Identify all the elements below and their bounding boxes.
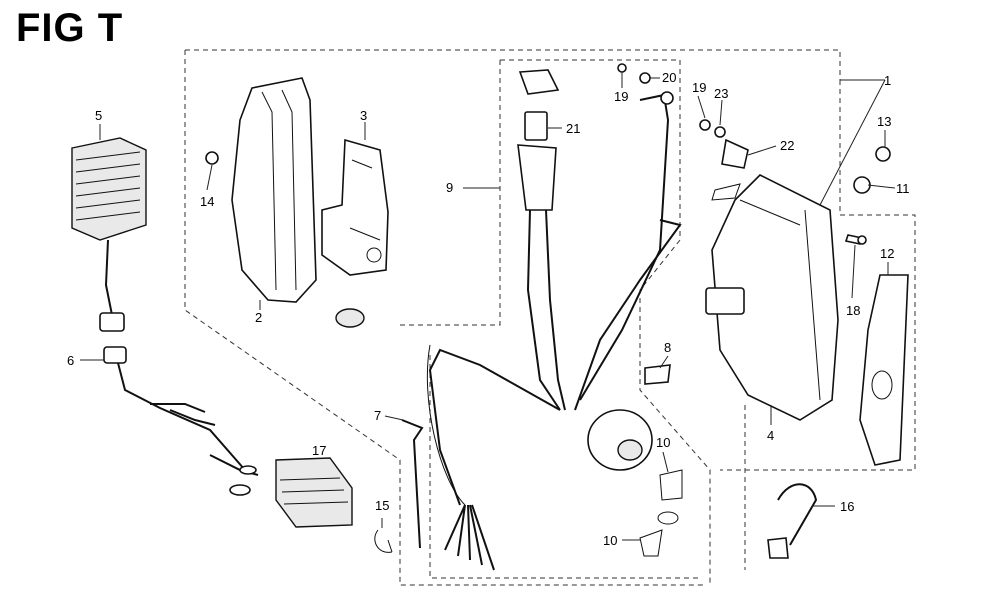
- callout-3: 3: [360, 108, 367, 123]
- part-fuse-box: [275, 457, 353, 528]
- callout-22: 22: [780, 138, 794, 153]
- part-plate: [859, 274, 909, 466]
- callout-6: 6: [67, 353, 74, 368]
- callout-19b: 19: [692, 80, 706, 95]
- part-regulator: [71, 137, 259, 496]
- callout-10a: 10: [656, 435, 670, 450]
- callout-12: 12: [880, 246, 894, 261]
- callout-20: 20: [662, 70, 676, 85]
- callout-15: 15: [375, 498, 389, 513]
- callout-21: 21: [566, 121, 580, 136]
- part-harness: [426, 63, 749, 571]
- callout-11: 11: [896, 181, 910, 196]
- part-bracket: [321, 138, 389, 328]
- leader-lines: [80, 72, 896, 541]
- figure-title: FIG T: [16, 6, 124, 50]
- callout-5: 5: [95, 108, 102, 123]
- callout-10b: 10: [603, 533, 617, 548]
- callout-9: 9: [446, 180, 453, 195]
- callout-19a: 19: [614, 89, 628, 104]
- callout-18: 18: [846, 303, 860, 318]
- callouts: 1 2 3 4 5 6 7 8 9 10 10 11 12 13 14 15 1…: [67, 70, 910, 548]
- callout-17: 17: [312, 443, 326, 458]
- callout-8: 8: [664, 340, 671, 355]
- callout-16: 16: [840, 499, 854, 514]
- callout-1: 1: [884, 73, 891, 88]
- callout-14: 14: [200, 194, 214, 209]
- callout-23: 23: [714, 86, 728, 101]
- callout-13: 13: [877, 114, 891, 129]
- small-parts: [374, 235, 867, 559]
- callout-2: 2: [255, 310, 262, 325]
- callout-4: 4: [767, 428, 774, 443]
- part-control-box: [705, 146, 891, 421]
- part-cover: [205, 77, 317, 303]
- callout-7: 7: [374, 408, 381, 423]
